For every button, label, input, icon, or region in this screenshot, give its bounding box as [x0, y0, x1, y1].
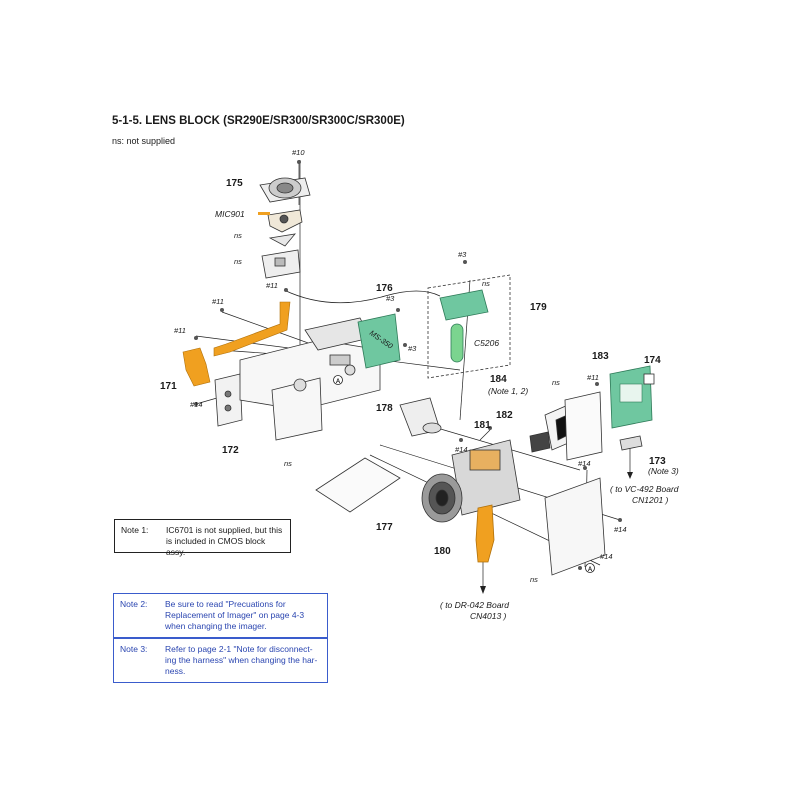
right-bracket-shape	[544, 477, 606, 576]
screw-label-11b: #11	[212, 297, 224, 306]
screw-label-11a: #11	[266, 281, 278, 290]
screw-label-11c: #11	[174, 326, 186, 335]
label-dr042-line2: CN4013 )	[470, 611, 507, 621]
flex-cable-shape	[182, 301, 291, 387]
screw-label-11d: #11	[587, 373, 599, 382]
legend-text: ns: not supplied	[112, 136, 176, 146]
part-178-shape	[399, 397, 442, 437]
screw-label-14c: #14	[578, 459, 591, 468]
main-frame-shape	[239, 317, 381, 441]
label-180: 180	[434, 546, 451, 557]
label-174: 174	[644, 355, 661, 366]
label-dr042-line1: ( to DR-042 Board	[440, 600, 509, 610]
note-2-key: Note 2:	[120, 599, 148, 609]
assembly-179-outline	[427, 274, 511, 379]
svg-text:A: A	[588, 567, 593, 573]
label-176: 176	[376, 283, 393, 294]
label-171: 171	[160, 381, 177, 392]
label-ns-6: ns	[530, 575, 538, 584]
screw-label-14a: #14	[190, 400, 203, 409]
screw-label-3a: #3	[458, 250, 467, 259]
screw-label-14d: #14	[614, 525, 627, 534]
svg-text:A: A	[336, 379, 341, 385]
label-183: 183	[592, 351, 609, 362]
screw-label-3b: #3	[386, 294, 395, 303]
ref-mark-a-1: A	[333, 375, 343, 385]
mic901-shape	[258, 209, 303, 233]
note-1-key: Note 1:	[121, 525, 149, 535]
label-note-3: (Note 3)	[648, 466, 679, 476]
label-vc492-line1: ( to VC-492 Board	[610, 484, 679, 494]
screw-label-3c: #3	[408, 344, 417, 353]
label-vc492-line2: CN1201 )	[632, 495, 669, 505]
label-note-1-2: (Note 1, 2)	[488, 386, 528, 396]
label-c5206: C5206	[474, 338, 499, 348]
part-180-shape	[421, 439, 521, 563]
label-177: 177	[376, 522, 393, 533]
label-ns-2: ns	[234, 257, 242, 266]
label-ns-3: ns	[482, 279, 490, 288]
part-173-shape	[619, 435, 643, 451]
part-172-shape	[214, 373, 243, 427]
note-1-box: Note 1: IC6701 is not supplied, but this…	[114, 519, 291, 557]
label-184: 184	[490, 374, 507, 385]
part-183-shape	[609, 365, 653, 429]
label-182: 182	[496, 410, 513, 421]
note-3-key: Note 3:	[120, 644, 148, 654]
screw-label-14b: #14	[455, 445, 468, 454]
label-ns-4: ns	[284, 459, 292, 468]
label-179: 179	[530, 302, 547, 313]
note-1-text: IC6701 is not supplied, but this is incl…	[166, 525, 283, 557]
part-179-shape	[439, 289, 489, 363]
screw-label-14e: #14	[600, 552, 613, 561]
part-175-shape	[259, 177, 311, 203]
ns-plate-shape	[564, 391, 603, 461]
note-3-text: Refer to page 2-1 "Note for disconnect-i…	[165, 644, 318, 676]
note-2-text: Be sure to read "Precuations for Replace…	[165, 599, 305, 631]
ns-cover-shape	[268, 233, 296, 247]
note-2-box: Note 2: Be sure to read "Precuations for…	[113, 593, 328, 638]
ns-bracket-shape	[261, 249, 301, 279]
part-176-shape	[357, 313, 401, 369]
label-ns-5: ns	[552, 378, 560, 387]
label-178: 178	[376, 403, 393, 414]
label-172: 172	[222, 445, 239, 456]
page-title: 5-1-5. LENS BLOCK (SR290E/SR300/SR300C/S…	[112, 115, 405, 127]
part-177-shape	[315, 457, 401, 513]
label-ns-1: ns	[234, 231, 242, 240]
note-3-box: Note 3: Refer to page 2-1 "Note for disc…	[113, 638, 328, 683]
part-174-shape	[643, 373, 655, 385]
label-mic901: MIC901	[215, 209, 245, 219]
ref-mark-a-2: A	[585, 563, 595, 573]
label-181: 181	[474, 420, 491, 431]
label-173: 173	[649, 456, 666, 467]
label-175: 175	[226, 178, 243, 189]
screw-label-10: #10	[292, 148, 305, 157]
screw-markers	[194, 160, 622, 570]
